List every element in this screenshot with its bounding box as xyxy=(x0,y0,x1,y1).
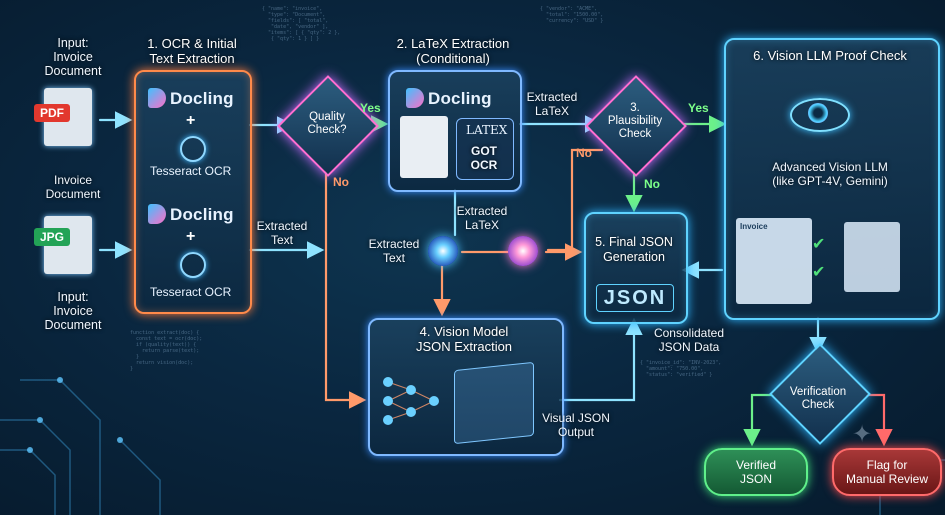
tesseract-icon xyxy=(180,252,206,278)
docling-logo-icon xyxy=(148,204,166,224)
got-ocr-box xyxy=(456,118,514,180)
eye-icon xyxy=(790,98,850,132)
invoice-document-caption: Invoice Document xyxy=(45,173,101,201)
docling-logo-step2: Docling xyxy=(406,88,492,109)
extracted-latex-label-mid: Extracted LaTeX xyxy=(456,204,508,232)
quality-no-label: No xyxy=(333,175,349,189)
plausibility-label: 3. Plausibility Check xyxy=(607,102,663,140)
plausibility-yes-label: Yes xyxy=(688,101,709,115)
visual-json-output-label: Visual JSON Output xyxy=(542,411,610,439)
bg-code-snippet: { "invoice_id": "INV-2023", "amount": "7… xyxy=(640,360,722,378)
json-document-preview xyxy=(454,361,534,445)
docling-brand-text: Docling xyxy=(428,89,492,108)
invoice-doc-header: Invoice xyxy=(740,222,768,231)
step6-title: 6. Vision LLM Proof Check xyxy=(753,48,907,63)
step4-title: 4. Vision Model JSON Extraction xyxy=(415,324,513,354)
extracted-text-label-2: Extracted Text xyxy=(368,237,420,265)
jpg-badge: JPG xyxy=(34,228,71,246)
manual-review-result: Flag for Manual Review xyxy=(832,448,942,496)
quality-yes-label: Yes xyxy=(360,101,381,115)
step2-title: 2. LaTeX Extraction (Conditional) xyxy=(396,36,510,66)
docling-logo-bottom: Docling xyxy=(148,204,234,225)
docling-brand-text: Docling xyxy=(170,89,234,108)
data-node-orb xyxy=(508,236,538,266)
input-top-label: Input: Invoice Document xyxy=(44,36,102,78)
docling-logo-icon xyxy=(406,88,424,108)
invoice-preview-image xyxy=(400,116,448,178)
bg-code-snippet: { "vendor": "ACME", "total": "1500.00", … xyxy=(540,6,604,24)
step4-panel xyxy=(368,318,564,456)
invoice-check-doc xyxy=(736,218,812,304)
bg-code-snippet: { "name": "invoice", "type": "Document",… xyxy=(262,6,341,42)
input-bottom-label: Input: Invoice Document xyxy=(44,290,102,332)
plausibility-no-down-label: No xyxy=(644,177,660,191)
verification-label: Verification Check xyxy=(789,386,847,411)
docling-brand-text: Docling xyxy=(170,205,234,224)
json-check-doc xyxy=(844,222,900,292)
step6-subtitle: Advanced Vision LLM (like GPT-4V, Gemini… xyxy=(772,160,888,188)
extracted-latex-label-top: Extracted LaTeX xyxy=(526,90,578,118)
data-node-orb xyxy=(428,236,458,266)
json-badge: JSON xyxy=(596,284,674,312)
extracted-text-label-1: Extracted Text xyxy=(256,219,308,247)
docling-logo-top: Docling xyxy=(148,88,234,109)
latex-logo: LATEX xyxy=(466,123,508,137)
step1-title: 1. OCR & Initial Text Extraction xyxy=(147,36,237,66)
sparkle-icon: ✦ xyxy=(852,421,873,448)
tesseract-label: Tesseract OCR xyxy=(150,285,232,299)
got-ocr-label: GOT OCR xyxy=(470,144,498,172)
step5-title: 5. Final JSON Generation xyxy=(595,235,673,264)
check-icon: ✔ xyxy=(812,264,826,281)
tesseract-label: Tesseract OCR xyxy=(150,164,232,178)
plus-sign: + xyxy=(186,228,196,245)
tesseract-icon xyxy=(180,136,206,162)
pdf-badge: PDF xyxy=(34,104,70,122)
plus-sign: + xyxy=(186,112,196,129)
consolidated-json-label: Consolidated JSON Data xyxy=(653,326,725,354)
eye-pupil xyxy=(808,103,828,123)
quality-check-label: Quality Check? xyxy=(307,111,347,136)
plausibility-no-label: No xyxy=(576,146,592,160)
step5-panel xyxy=(584,212,688,324)
bg-code-snippet: function extract(doc) { const text = ocr… xyxy=(130,330,203,372)
check-icon: ✔ xyxy=(812,236,826,253)
docling-logo-icon xyxy=(148,88,166,108)
neural-network-icon xyxy=(380,370,442,432)
verified-json-result: Verified JSON xyxy=(704,448,808,496)
